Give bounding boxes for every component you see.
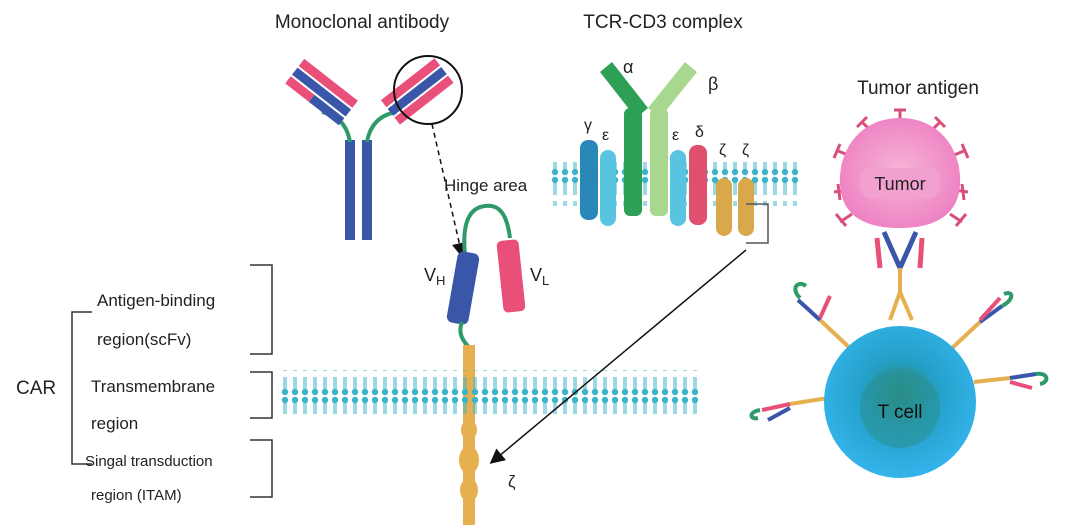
zeta-chain-1-label: ζ (719, 142, 726, 159)
tcr-beta-label: β (708, 74, 718, 94)
zeta-chain-2-label: ζ (742, 142, 749, 159)
signal-transduction-label-line2: region (ITAM) (91, 487, 182, 504)
transmembrane-label-line1: Transmembrane (91, 377, 215, 396)
tumor-label: Tumor (874, 174, 925, 194)
vh-label: VH (424, 265, 445, 288)
hinge-area-label: Hinge area (444, 176, 528, 195)
cd3-epsilon-right-label: ε (672, 127, 679, 144)
tumor-cell (832, 108, 970, 228)
signal-transduction-label-line1: Singal transduction (85, 453, 213, 470)
antibody-to-scfv-arrow (431, 123, 467, 258)
cd3-gamma-label: γ (584, 117, 592, 134)
antigen-binding-label-line2: region(scFv) (97, 330, 191, 349)
zeta-to-car-arrow (489, 249, 747, 464)
monoclonal-antibody-title: Monoclonal antibody (275, 12, 450, 33)
car-tumor-binding (874, 230, 925, 321)
cd3-epsilon-left-label: ε (602, 127, 609, 144)
tcr-alpha-label: α (623, 57, 633, 77)
region-brackets (71, 264, 273, 498)
t-cell (749, 281, 1049, 478)
car-cell-membrane (278, 370, 698, 414)
car-construct (446, 203, 526, 525)
tumor-antigen-title: Tumor antigen (857, 78, 979, 99)
zeta-label: ζ (508, 472, 516, 491)
tcr-cd3-shape (580, 62, 769, 244)
antigen-binding-label-line1: Antigen-binding (97, 291, 215, 310)
vl-label: VL (530, 265, 549, 288)
t-cell-label: T cell (877, 402, 922, 423)
transmembrane-label-line2: region (91, 414, 138, 433)
cd3-delta-label: δ (695, 124, 704, 141)
monoclonal-antibody-shape (285, 55, 463, 240)
car-label: CAR (16, 378, 56, 399)
tcr-cd3-complex-title: TCR-CD3 complex (583, 12, 743, 33)
